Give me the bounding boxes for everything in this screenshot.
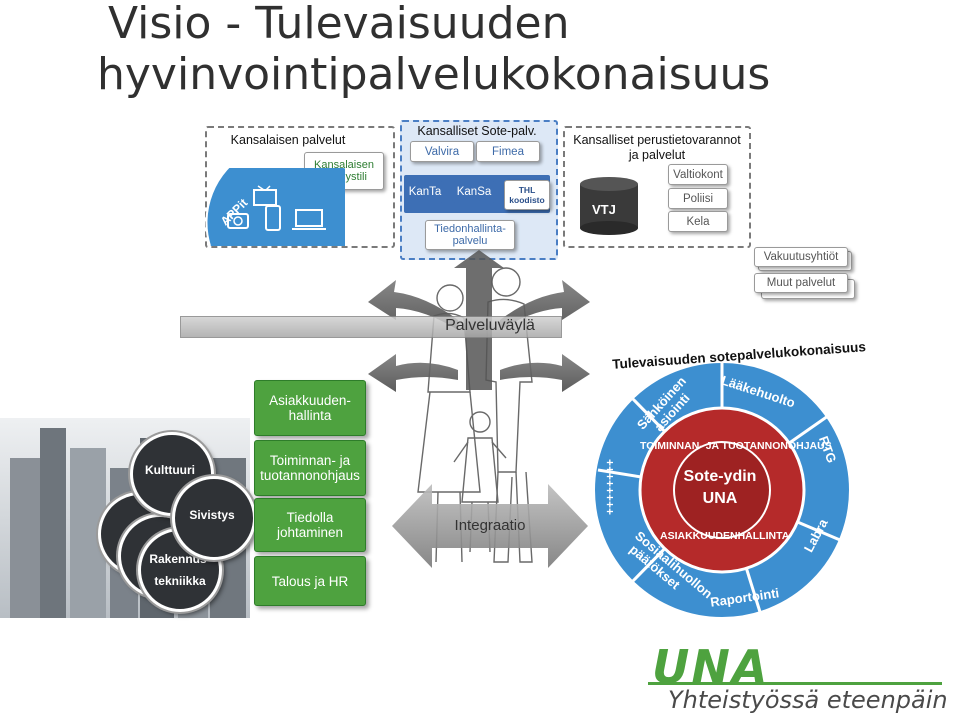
sote-wheel [593,361,851,619]
una-logo: UNA [652,640,770,694]
una-tagline: Yhteistyössä eteenpäin [668,686,948,714]
devices-icon [227,185,326,231]
citizen-services-header: Kansalaisen palvelut [230,133,346,147]
asiakkuudenhallinta-box: Asiakkuuden-hallinta [254,380,366,436]
wheel-core-1: Sote-ydin [683,468,757,485]
integration-label: Integraatio [454,517,526,534]
poliisi-box: Poliisi [668,188,728,209]
kansa-box: KanSa [452,181,496,203]
page-title-line2: hyvinvointipalvelukokonaisuus [97,49,771,100]
thl-koodisto-box: THL koodisto [504,180,550,210]
una-logo-underline [648,682,942,685]
other-services-box: Muut palvelut [754,273,848,293]
citizen-services-panel [205,126,395,248]
valvira-box: Valvira [410,141,474,162]
kulttuuri-label: Kulttuuri [145,463,195,477]
national-sote-header: Kansalliset Sote-palv. [417,124,537,138]
wheel-core-2: UNA [702,490,738,507]
service-bus-label: Palveluväylä [445,317,535,334]
vtj-label: VTJ [592,202,616,217]
sivistys-label: Sivistys [189,508,235,522]
integration-arrow [392,484,588,568]
toiminnan-ohjaus-box: Toiminnan- ja tuotannonohjaus [254,440,366,496]
rakennus-label-2: tekniikka [154,574,206,588]
kanta-box: KanTa [406,181,444,203]
vtj-database-icon [580,177,638,235]
tiedonhallinta-box: Tiedonhallinta-palvelu [425,220,515,250]
valtiokont-box: Valtiokont [668,164,728,185]
wheel-ring-top: TOIMINNAN- JA TUOTANNONOHJAUS [640,440,832,452]
page-title-line1: Visio - Tulevaisuuden [108,0,570,49]
wheel-seg-plus: ++++++++ [603,458,618,516]
service-bus-bar [180,316,562,338]
tiedolla-johtaminen-box: Tiedolla johtaminen [254,498,366,552]
wheel-ring-bottom: ASIAKKUUDENHALLINTA [660,530,790,542]
insurance-box: Vakuutusyhtiöt [754,247,848,267]
fimea-box: Fimea [476,141,540,162]
registries-panel [563,126,751,248]
registries-header: Kansalliset perustietovarannot ja palvel… [573,133,741,162]
talous-hr-box: Talous ja HR [254,556,366,606]
kela-box: Kela [668,211,728,232]
